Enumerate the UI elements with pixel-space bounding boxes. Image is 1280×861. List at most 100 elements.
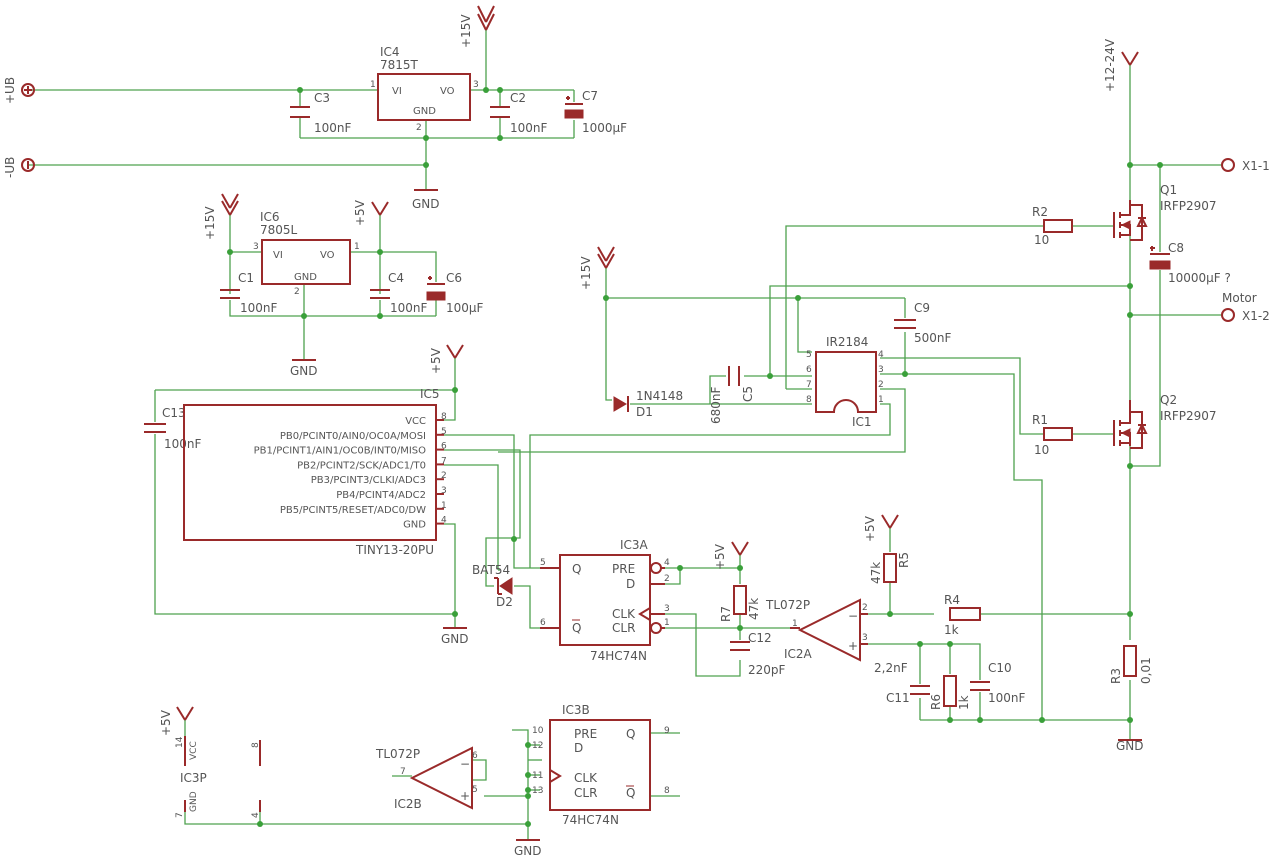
svg-text:74HC74N: 74HC74N [562,813,619,827]
svg-text:100µF: 100µF [446,301,484,315]
ic4-vo: VO [440,86,455,97]
svg-text:−: − [848,609,858,623]
ic3b-flipflop: PRE D CLK CLR Q Q IC3B 74HC74N 10 12 11 … [532,703,670,827]
svg-text:2: 2 [664,574,670,584]
svg-text:6: 6 [806,365,812,375]
ic5-name: IC5 [420,387,440,401]
svg-text:D2: D2 [496,595,513,609]
svg-text:100nF: 100nF [240,301,278,315]
svg-text:C2: C2 [510,91,526,105]
supply-arrow-5v-ic3p [176,706,194,721]
ic5-pin-number: 1 [441,501,447,511]
ic6-name: IC6 [260,210,280,224]
supply-arrow-24v [1121,51,1139,66]
resistor-r3: R3 0,01 [1109,645,1153,684]
ic5-pin-number: 8 [441,412,447,422]
ic6-pin2: 2 [294,287,300,297]
svg-text:C5: C5 [741,386,755,402]
label-15v-ic6: +15V [203,206,217,240]
svg-text:1: 1 [664,618,670,628]
ic4-type: 7815T [380,58,419,72]
ic6-pin1: 1 [354,242,360,252]
svg-text:CLK: CLK [612,607,636,621]
svg-text:100nF: 100nF [164,437,202,451]
ic5-pin-label: PB5/PCINT5/RESET/ADC0/DW [280,505,426,516]
ic6-gnd: GND [294,272,317,283]
svg-text:220pF: 220pF [748,663,786,677]
svg-text:TL072P: TL072P [765,598,810,612]
svg-text:+: + [460,789,470,803]
ic5-attiny13: IC5 TINY13-20PU [183,387,440,557]
mosfet-q2: Q2 IRFP2907 [1113,393,1217,449]
ic5-pin-label: GND [403,520,426,531]
label-5v-ic3p: +5V [159,709,173,736]
svg-text:2,2nF: 2,2nF [874,661,908,675]
svg-text:47k: 47k [747,598,761,620]
resistor-r5: R5 47k [869,552,911,584]
ic4-gnd: GND [413,106,436,117]
svg-text:11: 11 [532,771,543,781]
resistor-r2: R2 10 [1032,205,1073,247]
supply-arrow-15v-ic6 [221,193,239,216]
svg-text:R1: R1 [1032,413,1048,427]
svg-text:IC3B: IC3B [562,703,590,717]
label-15v-ir: +15V [579,256,593,290]
svg-text:6: 6 [540,618,546,628]
svg-text:C10: C10 [988,661,1012,675]
ir2184-name: IC1 [852,415,872,429]
supply-symbols [21,5,1235,841]
svg-text:IC2A: IC2A [784,647,813,661]
ic5-pin-label: PB4/PCINT4/ADC2 [336,490,426,501]
svg-text:CLR: CLR [612,621,635,635]
svg-text:100nF: 100nF [510,121,548,135]
ic6-pin3: 3 [253,242,259,252]
svg-text:C8: C8 [1168,241,1184,255]
ic5-pin-label: VCC [405,416,426,427]
capacitor-c3: C3 100nF [290,91,352,135]
svg-text:1: 1 [878,395,884,405]
svg-text:C4: C4 [388,271,404,285]
svg-text:IC2B: IC2B [394,797,422,811]
svg-text:R5: R5 [897,552,911,568]
terminal-plus-ub [21,83,35,97]
label-5v-ic5: +5V [429,347,443,374]
svg-text:8: 8 [664,786,670,796]
svg-text:4: 4 [664,558,670,568]
svg-text:4: 4 [878,350,884,360]
label-15v-ic4: +15V [459,14,473,48]
svg-text:IRFP2907: IRFP2907 [1160,409,1217,423]
svg-text:Q: Q [626,727,635,741]
capacitor-c13: C13 100nF [144,406,202,451]
ic5-pin-label: PB3/PCINT3/CLKI/ADC3 [311,475,426,486]
ic4-name: IC4 [380,45,400,59]
label-5v-ic3a: +5V [713,543,727,570]
svg-text:10000µF ?: 10000µF ? [1168,271,1231,285]
ic5-pin-number: 3 [441,486,447,496]
supply-arrow-5v-ic6 [371,201,389,216]
svg-text:7: 7 [400,767,406,777]
resistor-r4: R4 1k [944,593,981,637]
label-x1-2: X1-2 [1242,309,1270,323]
capacitor-c10: C10 100nF [970,661,1026,705]
capacitor-c12: C12 220pF [730,631,786,677]
capacitor-c7: C7 1000µF [564,89,627,135]
ic5-type: TINY13-20PU [355,543,434,557]
ic5-pin-number: 5 [441,427,447,437]
svg-text:1N4148: 1N4148 [636,389,683,403]
svg-text:C13: C13 [162,406,186,420]
svg-text:IRFP2907: IRFP2907 [1160,199,1217,213]
svg-text:100nF: 100nF [988,691,1026,705]
svg-text:5: 5 [472,785,478,795]
svg-text:C11: C11 [886,691,910,705]
label-gnd-ic5: GND [441,632,469,646]
opamp-ic2b: − + TL072P IC2B 6 5 7 [375,746,478,811]
svg-text:C7: C7 [582,89,598,103]
resistor-r7: R7 47k [719,585,761,622]
svg-text:+: + [848,639,858,653]
svg-text:PRE: PRE [612,562,635,576]
svg-text:1k: 1k [957,695,971,710]
ic6-type: 7805L [260,223,298,237]
ic5-pin-number: 4 [441,516,447,526]
label-gnd-ic4: GND [412,197,440,211]
capacitor-c9: C9 500nF [894,301,952,345]
